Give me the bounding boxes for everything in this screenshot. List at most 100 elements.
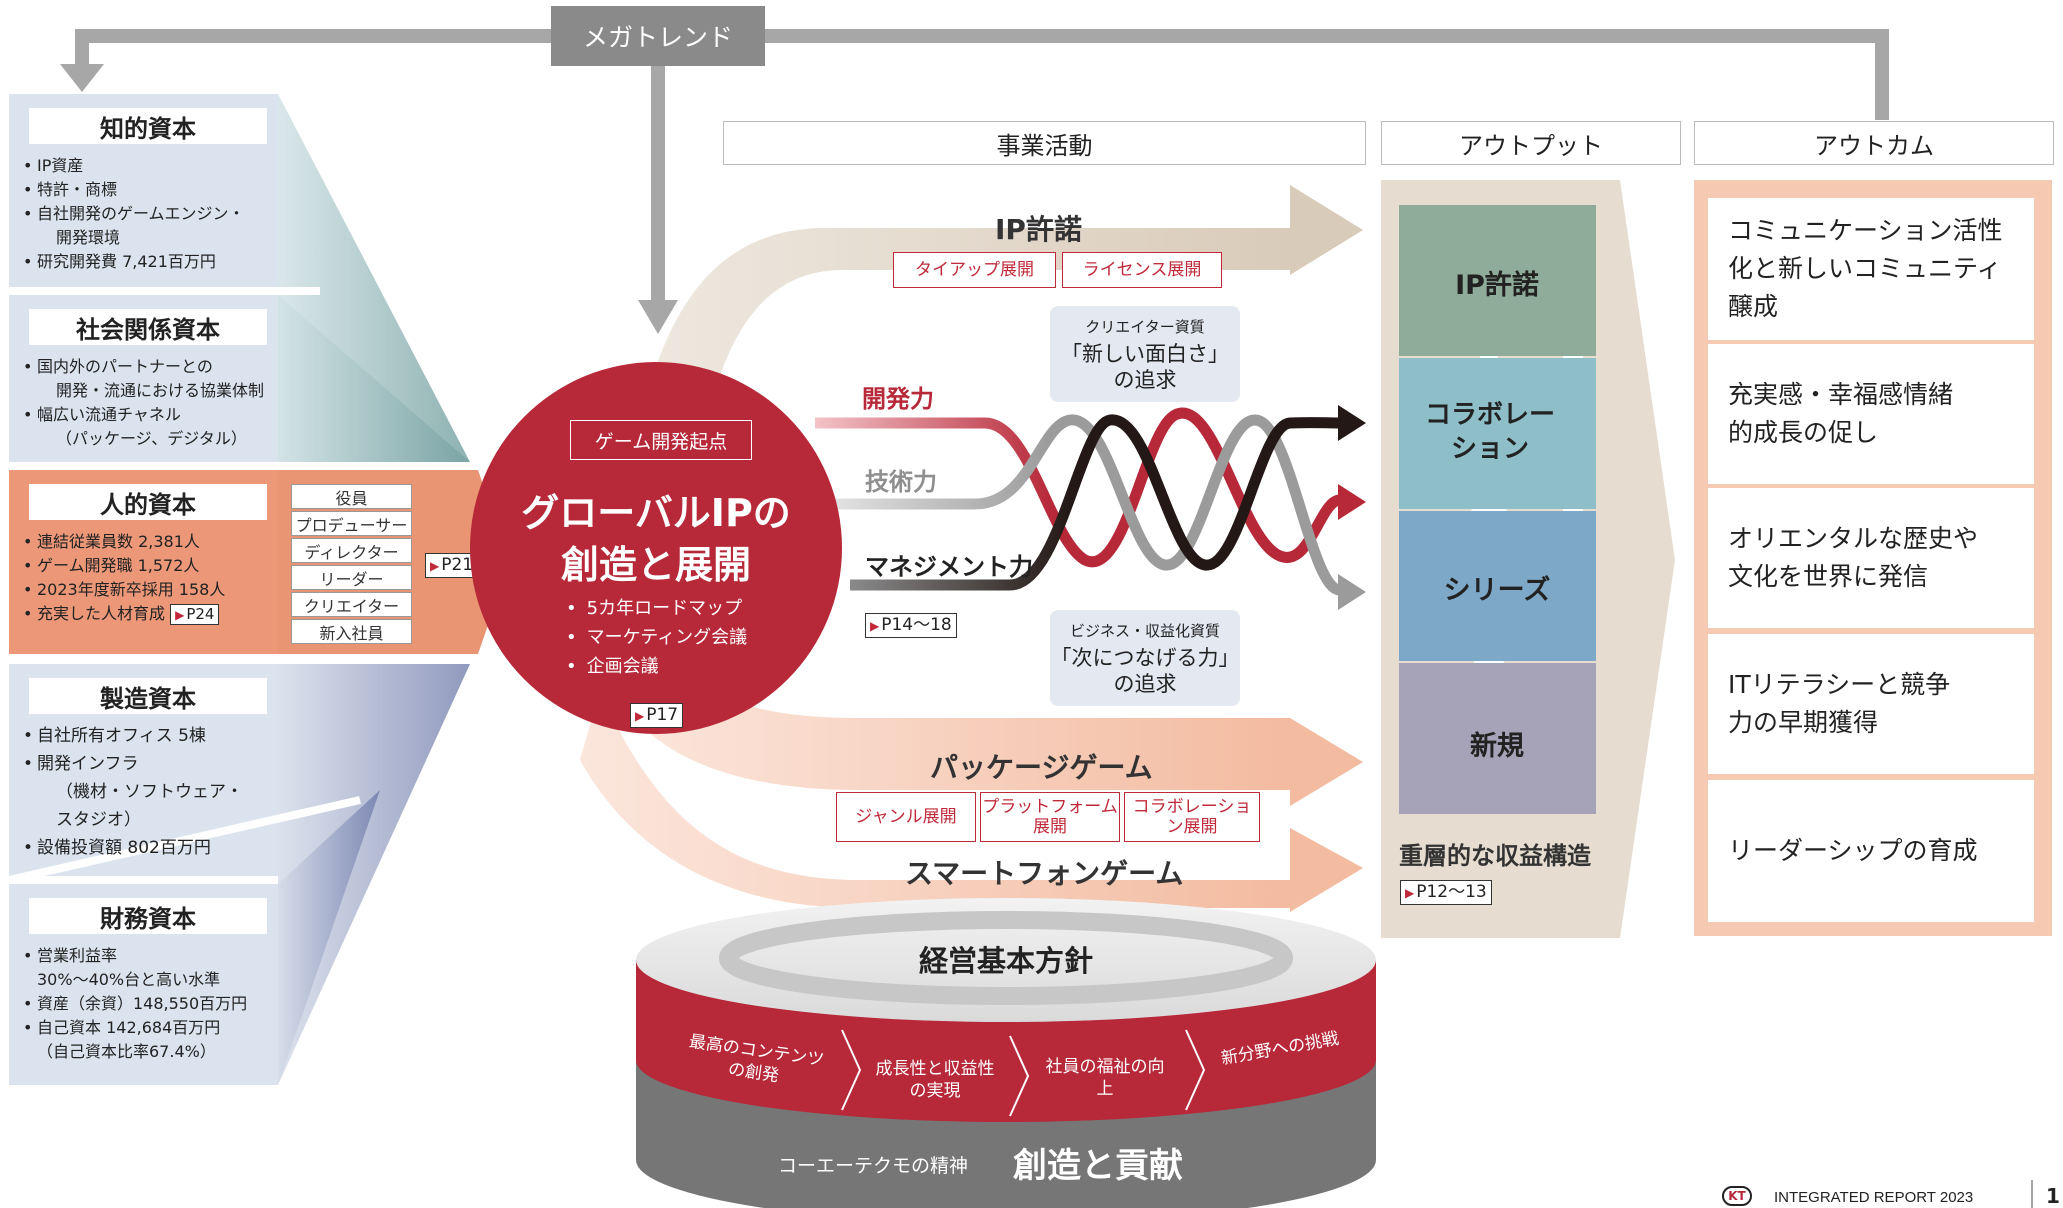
social-capital-panel: 社会関係資本 国内外のパートナーとの 開発・流通における協業体制 幅広い流通チャ… xyxy=(9,295,278,462)
output-layer-new: 新規 xyxy=(1470,731,1524,762)
list-item: マーケティング会議 xyxy=(566,623,748,652)
list-item: （自己資本比率67.4%） xyxy=(37,1042,216,1061)
social-capital-list: 国内外のパートナーとの 開発・流通における協業体制 幅広い流通チャネル （パッケ… xyxy=(23,355,283,451)
creator-quality-line1: 「新しい面白さ」 xyxy=(1061,342,1229,366)
core-title-line2: 創造と展開 xyxy=(560,543,751,587)
list-item: 充実した人材育成 P24 xyxy=(23,602,283,626)
outcome-1-text: コミュニケーション活性化と新しいコミュニティ醸成 xyxy=(1728,216,2003,321)
list-item: 特許・商標 xyxy=(23,178,283,202)
output-layer-block xyxy=(1399,510,1596,662)
list-item: 幅広い流通チャネル xyxy=(23,403,283,427)
outcome-4: ITリテラシーと競争力の早期獲得 xyxy=(1708,634,2034,774)
social-capital-title: 社会関係資本 xyxy=(29,309,267,345)
package-game-label: パッケージゲーム xyxy=(930,751,1153,784)
output-caption: 重層的な収益構造 xyxy=(1399,842,1591,870)
list-item: 2023年度新卒採用 158人 xyxy=(23,578,283,602)
page-number: 1 xyxy=(2046,1184,2060,1208)
page-ref-p17[interactable]: P17 xyxy=(630,703,684,728)
outcome-header: アウトカム xyxy=(1694,121,2054,165)
list-item: ゲーム開発職 1,572人 xyxy=(23,554,283,578)
role-director: ディレクター xyxy=(291,538,412,563)
output-layer-block xyxy=(1399,205,1596,356)
output-layer-ip: IP許諾 xyxy=(1455,270,1539,301)
list-item-text: 充実した人材育成 xyxy=(37,604,166,623)
list-item: （機材・ソフトウェア・ xyxy=(56,782,243,802)
output-layer-collab: コラボレーション xyxy=(1424,400,1555,464)
human-capital-title: 人的資本 xyxy=(29,484,267,520)
list-item: 営業利益率 xyxy=(23,944,283,968)
output-layer-block xyxy=(1399,357,1596,509)
page-ref-p14-18[interactable]: P14～18 xyxy=(865,613,957,638)
list-item: 研究開発費 7,421百万円 xyxy=(23,250,283,274)
list-item: 企画会議 xyxy=(566,652,747,681)
list-item: 開発環境 xyxy=(56,228,121,247)
outcome-1: コミュニケーション活性化と新しいコミュニティ醸成 xyxy=(1708,198,2034,340)
genre-tag: ジャンル展開 xyxy=(836,792,976,842)
human-capital-panel: 人的資本 連結従業員数 2,381人 ゲーム開発職 1,572人 2023年度新… xyxy=(9,470,278,654)
list-item: 自己資本 142,684百万円 xyxy=(23,1016,283,1040)
pillar-2: 成長性と収益性の実現 xyxy=(875,1059,995,1101)
megatrend-label: メガトレンド xyxy=(551,6,765,66)
intellectual-capital-list: IP資産 特許・商標 自社開発のゲームエンジン・ 開発環境 研究開発費 7,42… xyxy=(23,154,283,274)
business-quality-small: ビジネス・収益化資質 xyxy=(1069,622,1220,640)
list-item: 自社所有オフィス 5棟 xyxy=(23,722,283,750)
creator-quality-small: クリエイター資質 xyxy=(1085,318,1205,336)
output-layer-block xyxy=(1399,663,1596,814)
outcome-5: リーダーシップの育成 xyxy=(1708,780,2034,922)
role-new-employee: 新入社員 xyxy=(291,619,412,644)
list-item: 国内外のパートナーとの xyxy=(23,355,283,379)
business-activity-header: 事業活動 xyxy=(723,121,1366,165)
revenue-layer-stack xyxy=(1399,205,1596,816)
strength-management: マネジメント力 xyxy=(865,553,1033,581)
page-ref-p24[interactable]: P24 xyxy=(170,604,220,625)
page-ref-p12-13[interactable]: P12～13 xyxy=(1400,880,1492,905)
strength-technology: 技術力 xyxy=(865,468,937,496)
business-quality-line1: 「次につなげる力」 xyxy=(1050,646,1240,670)
intellectual-capital-panel: 知的資本 IP資産 特許・商標 自社開発のゲームエンジン・ 開発環境 研究開発費… xyxy=(9,94,278,287)
creator-quality-box: クリエイター資質 「新しい面白さ」 の追求 xyxy=(1050,306,1240,402)
list-item: 5カ年ロードマップ xyxy=(566,594,747,623)
manufactured-capital-title: 製造資本 xyxy=(29,678,267,714)
list-item: 開発インフラ xyxy=(23,750,283,778)
spirit-small: コーエーテクモの精神 xyxy=(778,1155,969,1177)
outcome-5-text: リーダーシップの育成 xyxy=(1728,836,1978,865)
list-item: 資産（余資）148,550百万円 xyxy=(23,992,283,1016)
pillar-3: 社員の福祉の向上 xyxy=(1045,1057,1165,1099)
output-layer-series: シリーズ xyxy=(1443,575,1551,606)
page-ref-p21[interactable]: P21 xyxy=(425,553,479,578)
list-item: 連結従業員数 2,381人 xyxy=(23,530,283,554)
list-item: 30%～40%台と高い水準 xyxy=(37,970,221,989)
business-quality-line2: の追求 xyxy=(1113,672,1177,696)
tieup-tag: タイアップ展開 xyxy=(893,252,1056,288)
manufactured-capital-list: 自社所有オフィス 5棟 開発インフラ （機材・ソフトウェア・ スタジオ） 設備投… xyxy=(23,722,283,862)
ip-license-label: IP許諾 xyxy=(995,213,1082,246)
strength-development: 開発力 xyxy=(862,385,934,413)
collaboration-tag: コラボレーション展開 xyxy=(1124,792,1260,842)
output-header: アウトプット xyxy=(1381,121,1681,165)
smartphone-game-label: スマートフォンゲーム xyxy=(905,857,1184,890)
financial-capital-list: 営業利益率 30%～40%台と高い水準 資産（余資）148,550百万円 自己資… xyxy=(23,944,283,1064)
list-item: 開発・流通における協業体制 xyxy=(56,381,265,400)
outcome-2: 充実感・幸福感情緒的成長の促し xyxy=(1708,344,2034,484)
core-items: 5カ年ロードマップ マーケティング会議 企画会議 xyxy=(566,594,748,681)
financial-capital-title: 財務資本 xyxy=(29,898,267,934)
manufactured-capital-panel: 製造資本 自社所有オフィス 5棟 開発インフラ （機材・ソフトウェア・ スタジオ… xyxy=(9,664,278,876)
foundation-title: 経営基本方針 xyxy=(918,944,1093,978)
platform-tag: プラットフォーム展開 xyxy=(980,792,1120,842)
role-leader: リーダー xyxy=(291,565,412,590)
kt-logo: KT xyxy=(1722,1186,1752,1206)
list-item: 自社開発のゲームエンジン・ xyxy=(23,202,283,226)
outcome-3: オリエンタルな歴史や文化を世界に発信 xyxy=(1708,488,2034,628)
intellectual-capital-title: 知的資本 xyxy=(29,108,267,144)
license-tag: ライセンス展開 xyxy=(1062,252,1222,288)
list-item: スタジオ） xyxy=(56,810,141,830)
business-quality-box: ビジネス・収益化資質 「次につなげる力」 の追求 xyxy=(1050,610,1240,706)
spirit-big: 創造と貢献 xyxy=(1013,1146,1183,1186)
role-producer: プロデューサー xyxy=(291,511,412,536)
list-item: IP資産 xyxy=(23,154,283,178)
list-item: （パッケージ、デジタル） xyxy=(56,429,247,448)
outcome-3-text: オリエンタルな歴史や文化を世界に発信 xyxy=(1728,524,1979,591)
core-title-line1: グローバルIPの xyxy=(521,491,791,535)
outcome-2-text: 充実感・幸福感情緒的成長の促し xyxy=(1728,380,1954,447)
outcome-4-text: ITリテラシーと競争力の早期獲得 xyxy=(1728,670,1951,737)
